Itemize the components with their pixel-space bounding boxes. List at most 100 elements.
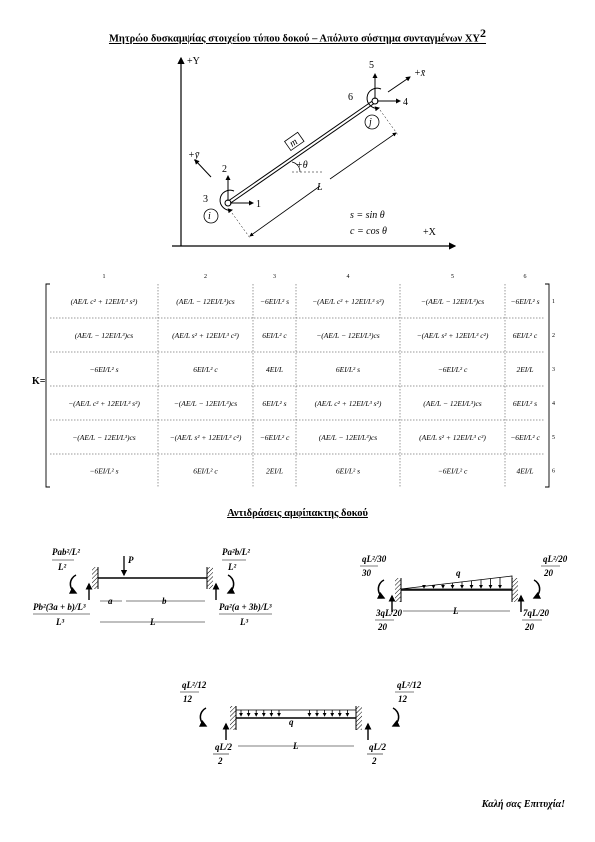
section-title: Αντιδράσεις αμφίπακτης δοκού [227,508,368,519]
b1-moment-arrow-right [226,574,236,594]
page-title: Μητρώο δυσκαμψίας στοιχείου τύπου δοκού … [108,26,487,45]
b3-moment-arrow-left [198,707,208,727]
b3-dim-L: L [292,741,299,751]
b1-support-left [92,567,98,589]
matrix-cell: −6EI/L² s [260,297,289,306]
matrix-col-number: 5 [451,274,454,280]
dim-ext-left [231,212,251,239]
b2-20-right2: 20 [524,622,535,632]
matrix-col-number: 6 [524,274,527,280]
b2-load-arrows [422,577,502,589]
theta-label: +θ [296,160,308,171]
dim-ext-right [379,109,399,136]
b2-dim-L: L [452,606,459,616]
b3-2-left: 2 [217,756,223,766]
dof-2-label: 2 [222,164,227,175]
matrix-row-number: 3 [552,367,555,373]
b2-20-right: 20 [543,568,554,578]
matrix-cell: (AE/L c² + 12EI/L³ s²) [71,297,138,306]
matrix-cell: 4EI/L [266,365,283,374]
b3-moment-left: qL²/12 [182,680,207,690]
node-i-circle [203,208,219,224]
b2-load: q [456,568,461,578]
s-definition: s = sin θ [350,210,385,221]
matrix-row-number: 1 [552,299,555,305]
dim-arrow-right [329,132,397,180]
matrix-grid [50,284,545,487]
matrix-cell: 2EI/L [266,467,283,476]
local-y-arrow [194,159,212,178]
matrix-cell: 6EI/L² c [262,331,287,340]
matrix-cells: (AE/L c² + 12EI/L³ s²) (AE/L − 12EI/L³)cs… [68,297,540,476]
b1-moment-right: Pa²b/L² [222,547,250,557]
theta-arc [291,161,301,173]
matrix-col-number: 3 [273,274,276,280]
b3-support-right [356,706,362,730]
b3-support-left [230,706,236,730]
matrix-cell: −(AE/L − 12EI/L³)cs [174,399,238,408]
matrix-cell: −6EI/L² c [510,433,540,442]
matrix-cell: (AE/L s² + 12EI/L³ c²) [419,433,486,442]
matrix-cell: −(AE/L c² + 12EI/L³ s²) [68,399,140,408]
b1-L3-left: L³ [55,617,64,627]
b3-12-left: 12 [183,694,193,704]
b3-reaction-right: qL/2 [369,742,386,752]
matrix-cell: (AE/L − 12EI/L³)cs [75,331,133,340]
matrix-row-number: 4 [552,401,555,407]
b2-30-left: 30 [361,568,372,578]
b2-moment-arrow-left [376,579,386,599]
matrix-col-number: 1 [103,274,106,280]
b2-support-left [395,578,401,602]
b1-L2-right: L² [227,562,236,572]
matrix-cell: (AE/L s² + 12EI/L³ c²) [172,331,239,340]
b3-reaction-left: qL/2 [215,742,232,752]
closing-text: Καλή σας Επιτυχία! [481,799,565,810]
b2-load-triangle [400,575,513,590]
b2-20-left: 20 [377,622,388,632]
local-y-label: +ȳ [188,150,200,161]
node-i-label: i [208,211,211,222]
matrix-cell: −6EI/L² s [89,467,118,476]
node-j-label: j [367,117,372,128]
matrix-row-number: 5 [552,435,555,441]
matrix-cell: (AE/L − 12EI/L³)cs [176,297,234,306]
matrix-row-number: 2 [552,333,555,339]
matrix-cell: 6EI/L² c [513,331,538,340]
c-definition: c = cos θ [350,226,387,237]
node-j-circle [364,114,380,130]
dof-5-label: 5 [369,60,374,71]
matrix-cell: (AE/L − 12EI/L³)cs [319,433,377,442]
matrix-left-bracket [45,283,50,488]
matrix-column-numbers: 1 2 3 4 5 6 [103,274,527,280]
b2-moment-left: qL²/30 [362,554,387,564]
beam-triangular-load: qL²/30 30 qL²/20 20 q 3qL/20 20 7qL/20 2… [360,554,568,632]
matrix-row-numbers: 1 2 3 4 5 6 [552,299,555,475]
matrix-row-number: 6 [552,469,555,475]
matrix-cell: −6EI/L² c [438,365,468,374]
matrix-cell: −(AE/L s² + 12EI/L³ c²) [417,331,489,340]
dof-1-label: 1 [256,199,261,210]
matrix-cell: −6EI/L² s [89,365,118,374]
x-axis-label: +X [423,227,437,238]
matrix-cell: −(AE/L − 12EI/L³)cs [72,433,136,442]
matrix-col-number: 2 [204,274,207,280]
matrix-cell: −6EI/L² s [510,297,539,306]
matrix-col-number: 4 [347,274,350,280]
dof-6-arrow [366,87,382,112]
b3-moment-right: qL²/12 [397,680,422,690]
b1-L2-left: L² [57,562,66,572]
matrix-cell: 4EI/L [516,467,533,476]
matrix-cell: −6EI/L² c [438,467,468,476]
b3-load-arrows [239,710,350,717]
matrix-label: K= [32,376,46,387]
local-x-arrow [387,76,411,93]
matrix-cell: 6EI/L² s [262,399,286,408]
matrix-cell: 6EI/L² c [193,365,218,374]
dof-3-arrow [219,189,235,214]
matrix-cell: (AE/L c² + 12EI/L³ s²) [315,399,382,408]
y-axis-label: +Y [187,56,200,67]
dof-6-label: 6 [348,92,353,103]
matrix-cell: (AE/L − 12EI/L³)cs [423,399,481,408]
